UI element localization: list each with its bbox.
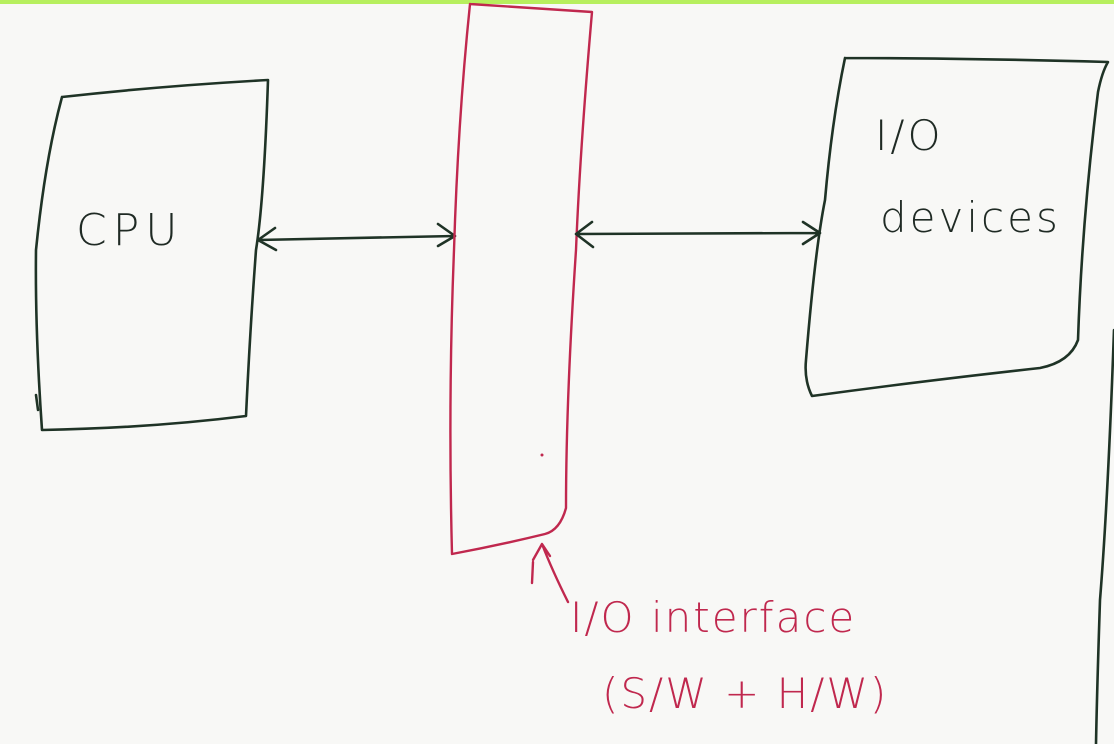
arrow-interface-devices [574,220,822,249]
cpu-box [34,78,270,432]
right-edge-line [1094,328,1114,744]
interface-pointer-arrow [530,542,570,604]
io-devices-box [804,56,1110,398]
io-devices-label-line1: I/O [875,111,944,160]
top-color-strip [0,0,1114,4]
ink-dot [540,453,544,457]
io-interface-label-line1: I/O interface [570,593,856,642]
io-interface-label-line2: (S/W + H/W) [602,669,888,718]
io-devices-label-line2: devices [880,193,1061,242]
cpu-label: CPU [76,205,183,256]
arrow-cpu-interface [256,222,457,252]
io-interface-box [449,2,594,556]
